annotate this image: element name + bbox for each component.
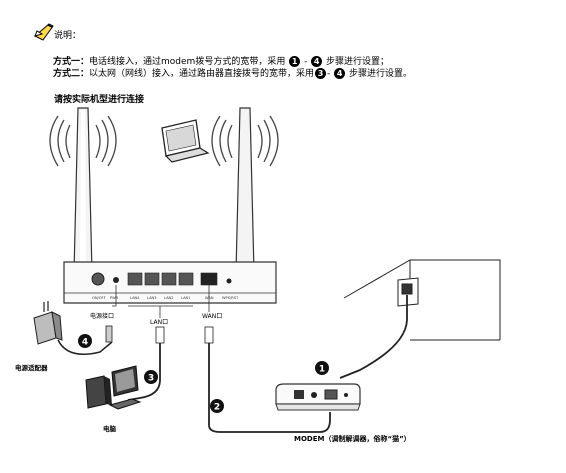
- port-label: ON/OFF: [92, 296, 106, 300]
- wan-cable: [204, 326, 331, 433]
- modem-lan-port: [324, 389, 338, 400]
- adapter-label: 电源适配器: [15, 363, 48, 372]
- laptop-icon: [161, 119, 210, 163]
- right-antenna: [235, 107, 255, 273]
- port-label: LAN1: [181, 296, 191, 300]
- port-label: WAN: [205, 296, 214, 300]
- step-3-number: 3: [148, 374, 154, 384]
- lan-cable: [127, 326, 165, 401]
- lan4-port: [127, 272, 143, 286]
- pencil-note-icon: [34, 23, 54, 41]
- lan1-port: [178, 272, 194, 286]
- wan-port: [200, 272, 218, 286]
- method-one-text: 电话线接入，通过modem拨号方式的宽带，采用: [89, 57, 286, 67]
- method-one-sep: ：: [80, 57, 90, 67]
- lan2-port: [161, 272, 177, 286]
- router: ON/OFF PWR LAN4 LAN3 LAN2 LAN1 WAN WPS/R…: [63, 261, 277, 304]
- step-1-badge: 1: [315, 361, 329, 375]
- left-signal-waves: [49, 115, 117, 167]
- step-1-number: 1: [319, 365, 325, 375]
- method-one-dash: -: [301, 57, 311, 67]
- lan-port-label: LAN口: [150, 319, 168, 326]
- step-2-badge: 2: [210, 399, 224, 413]
- method-two-dash: -: [327, 69, 334, 79]
- port-label: WPS/RST: [222, 296, 239, 300]
- wall-jack: [339, 259, 501, 379]
- power-jack: [113, 277, 119, 283]
- step-4-number: 4: [82, 338, 88, 348]
- wan-port-label: WAN口: [202, 313, 222, 320]
- method-two-name: 方式二: [53, 69, 81, 79]
- step-badge: 1: [289, 56, 301, 67]
- port-label: LAN2: [164, 296, 174, 300]
- wps-rst-button: [226, 278, 232, 284]
- method-one-name: 方式一: [53, 57, 81, 67]
- on-off-button: [91, 272, 105, 286]
- port-label: LAN3: [147, 296, 157, 300]
- step-badge: 4: [334, 68, 346, 79]
- computer-icon: [85, 365, 142, 410]
- leader-lines: [112, 285, 210, 318]
- step-badge: 3: [315, 68, 327, 79]
- lan3-port: [144, 272, 160, 286]
- step-4-badge: 4: [78, 334, 92, 348]
- method-one-text-b: 步骤进行设置；: [323, 57, 390, 67]
- left-antenna: [73, 107, 93, 273]
- modem-power-jack: [311, 392, 317, 398]
- port-label: LAN4: [130, 296, 140, 300]
- step-badge: 4: [311, 56, 323, 67]
- method-two-text-b: 步骤进行设置。: [346, 69, 413, 79]
- step-3-badge: 3: [144, 370, 158, 384]
- method-two-text: 以太网（网线）接入，通过路由器直接拨号的宽带，采用: [89, 69, 315, 79]
- method-one: 方式一：电话线接入，通过modem拨号方式的宽带，采用 1 - 4 步骤进行设置…: [53, 56, 389, 68]
- method-two-sep: ：: [80, 69, 90, 79]
- step-2-number: 2: [214, 403, 220, 413]
- modem: [275, 383, 361, 411]
- power-port-label: 电源接口: [90, 312, 114, 320]
- connect-heading: 请按实际机型进行连接: [54, 95, 145, 105]
- computer-label: 电脑: [103, 424, 117, 433]
- note-label: 说明：: [54, 31, 82, 41]
- right-signal-waves: [211, 115, 279, 167]
- power-adapter: [33, 301, 113, 355]
- modem-line-port: [294, 390, 304, 399]
- port-label: PWR: [110, 296, 119, 300]
- modem-label: MODEM（调制解调器，俗称“猫”）: [294, 434, 411, 443]
